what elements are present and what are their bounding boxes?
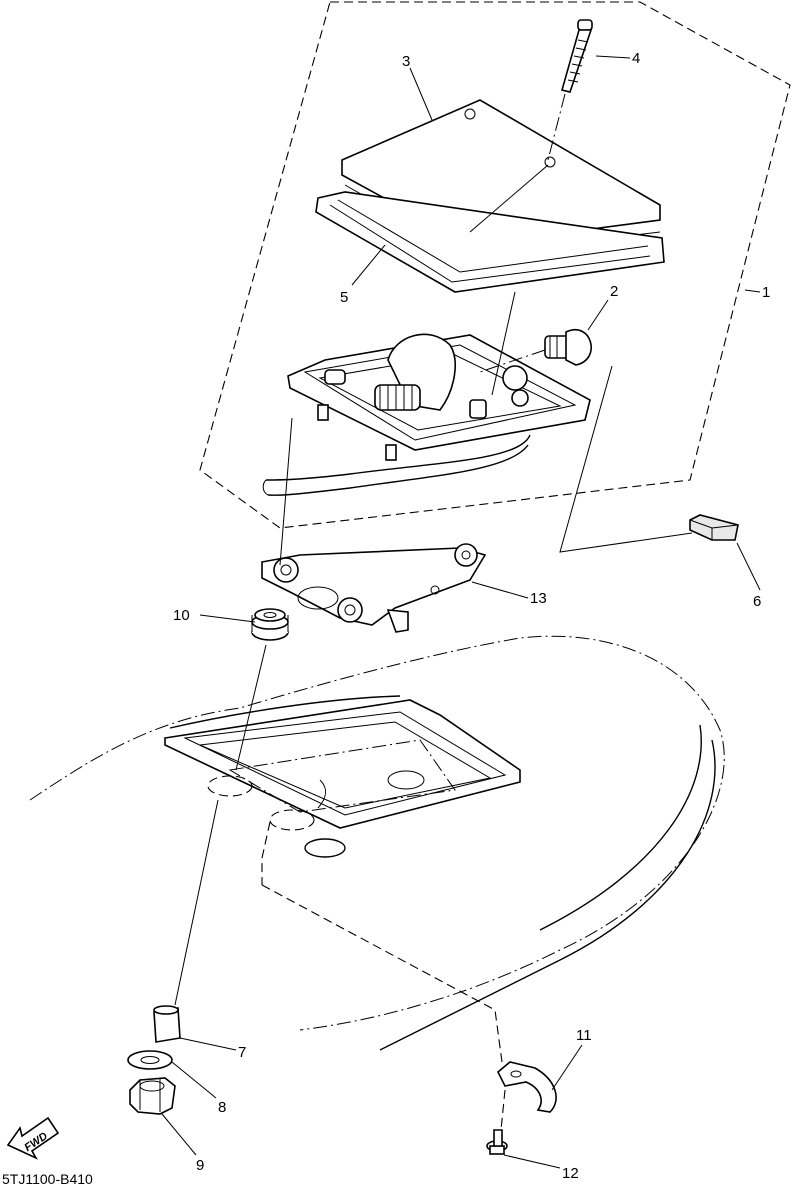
- part-2-bulb: [479, 329, 592, 373]
- part-7-collar: [153, 1005, 181, 1043]
- fender-to-clamp-line: [261, 884, 503, 1063]
- grommet-to-fender-line: [235, 644, 267, 771]
- lens-reference-line: [469, 164, 549, 233]
- rear-fender-body: [29, 635, 725, 1051]
- part-4-screw: [547, 19, 593, 161]
- assembly-1-boundary: [199, 1, 791, 529]
- part-6-pad: [689, 514, 739, 541]
- callout-8: 8: [218, 1099, 226, 1116]
- fwd-arrow-icon: FWD: [6, 1116, 60, 1160]
- callout-2: 2: [610, 283, 618, 300]
- lamp-housing: [262, 333, 591, 496]
- callout-3: 3: [402, 53, 410, 70]
- callout-5: 5: [340, 289, 348, 306]
- stud-to-bracket-line: [279, 417, 293, 566]
- callout-9: 9: [196, 1157, 204, 1174]
- part-10-grommet: [251, 608, 289, 641]
- part-5-gasket: [315, 191, 665, 293]
- callout-13: 13: [530, 590, 547, 607]
- pad-reference-line: [559, 365, 693, 553]
- diagram-code: 5TJ1100-B410: [2, 1171, 93, 1187]
- part-11-clamp: [497, 1061, 557, 1141]
- gasket-reference-line: [491, 291, 516, 396]
- callout-4: 4: [632, 50, 640, 67]
- callout-11: 11: [576, 1027, 592, 1044]
- part-9-nut: [129, 1077, 176, 1115]
- fender-to-collar-line: [174, 799, 219, 1006]
- callout-6: 6: [753, 593, 761, 610]
- part-13-bracket: [261, 543, 487, 633]
- callout-1: 1: [762, 284, 770, 301]
- callout-10: 10: [173, 607, 190, 624]
- callout-7: 7: [238, 1044, 246, 1061]
- part-12-bolt: [486, 1129, 508, 1155]
- part-8-washer: [127, 1050, 173, 1070]
- callout-12: 12: [562, 1165, 579, 1182]
